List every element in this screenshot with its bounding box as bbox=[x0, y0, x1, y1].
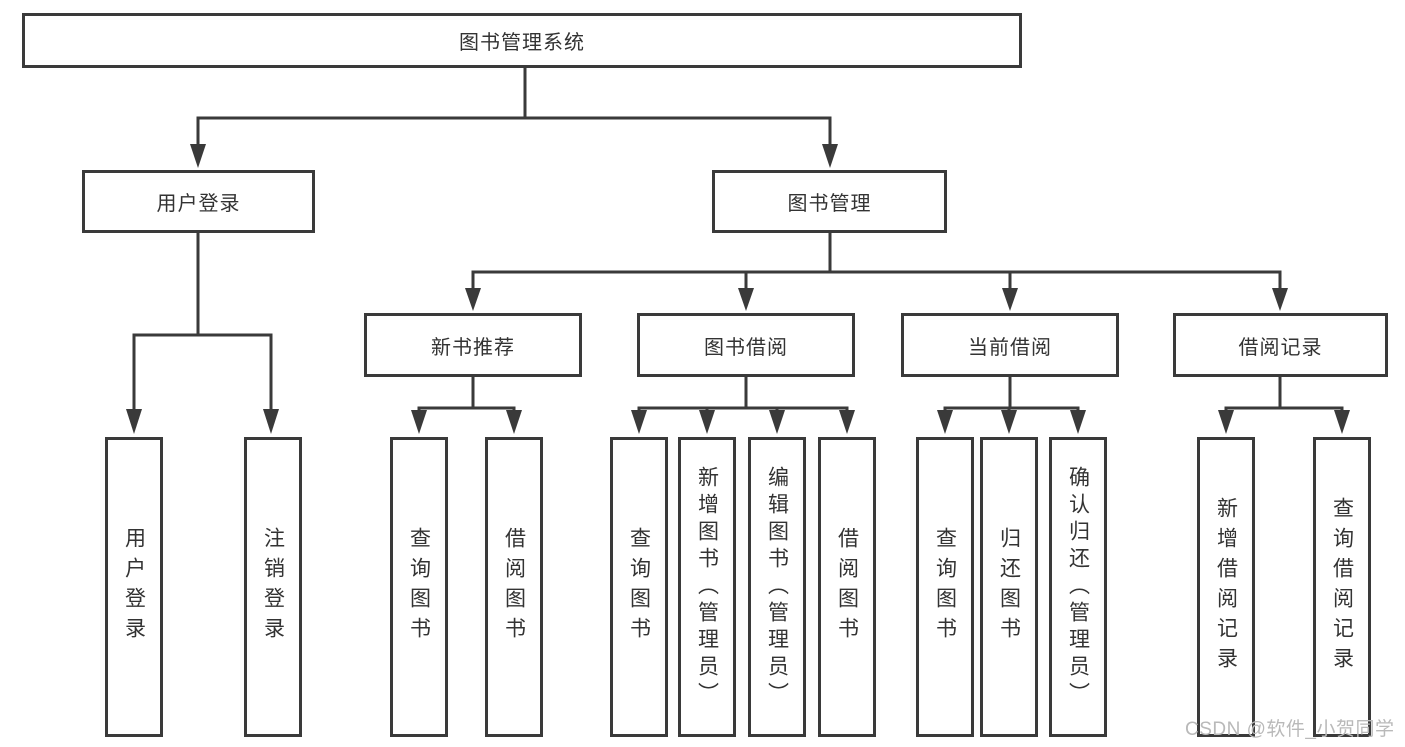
leaf-return-book: 归还图书 bbox=[980, 437, 1038, 737]
leaf-query-books-recommend: 查询图书 bbox=[390, 437, 448, 737]
leaf-borrow-books-recommend: 借阅图书 bbox=[485, 437, 543, 737]
node-book-management: 图书管理 bbox=[712, 170, 947, 233]
node-new-book-recommend: 新书推荐 bbox=[364, 313, 582, 377]
node-book-borrow: 图书借阅 bbox=[637, 313, 855, 377]
leaf-logout: 注销登录 bbox=[244, 437, 302, 737]
leaf-query-books-current: 查询图书 bbox=[916, 437, 974, 737]
leaf-confirm-return-admin: 确认归还（管理员） bbox=[1049, 437, 1107, 737]
watermark-text: CSDN @软件_小贺同学 bbox=[1185, 719, 1395, 740]
leaf-edit-book-admin: 编辑图书（管理员） bbox=[748, 437, 806, 737]
leaf-add-borrow-record: 新增借阅记录 bbox=[1197, 437, 1255, 737]
node-current-borrow: 当前借阅 bbox=[901, 313, 1119, 377]
leaf-user-login: 用户登录 bbox=[105, 437, 163, 737]
node-library-management-system: 图书管理系统 bbox=[22, 13, 1022, 68]
leaf-query-borrow-record: 查询借阅记录 bbox=[1313, 437, 1371, 737]
node-user-login: 用户登录 bbox=[82, 170, 315, 233]
leaf-query-books-borrow: 查询图书 bbox=[610, 437, 668, 737]
leaf-borrow-books-borrow: 借阅图书 bbox=[818, 437, 876, 737]
leaf-add-book-admin: 新增图书（管理员） bbox=[678, 437, 736, 737]
node-borrow-records: 借阅记录 bbox=[1173, 313, 1388, 377]
